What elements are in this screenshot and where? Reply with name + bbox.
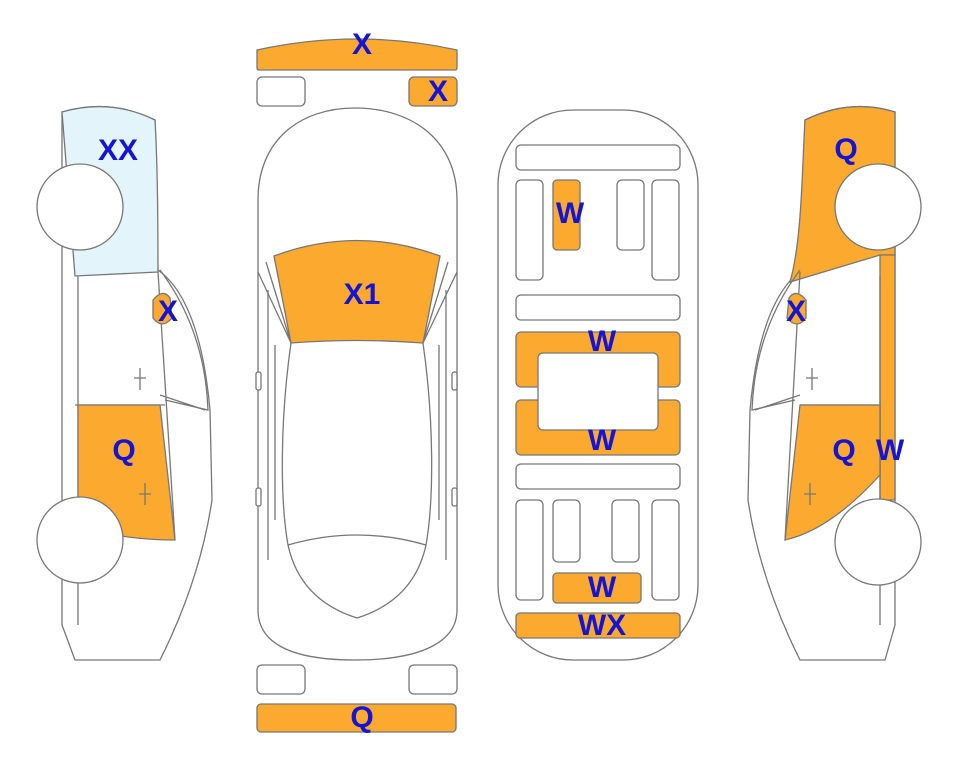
roof-slot-l4[interactable] — [552, 499, 581, 563]
right-mirror-top — [451, 371, 458, 391]
roof-view — [497, 109, 699, 661]
label-right-front-fender: Q — [834, 133, 857, 166]
roof-slot-l1[interactable] — [515, 179, 544, 281]
right-window-line — [751, 269, 801, 411]
label-left-rear-door: Q — [112, 434, 135, 467]
right-front-wheel — [834, 163, 922, 251]
label-right-headlight: X — [428, 75, 448, 108]
left-side-view — [36, 105, 213, 661]
left-handle-1 — [134, 368, 146, 390]
roof-slot-l3[interactable] — [515, 499, 544, 601]
roof-slot-r4[interactable] — [611, 499, 640, 563]
right-handle-2 — [804, 483, 816, 505]
front-bumper-part[interactable] — [256, 38, 458, 71]
top-view — [255, 38, 458, 733]
sunroof-opening — [537, 352, 659, 431]
right-taillight-part[interactable] — [408, 664, 458, 695]
roof-front-strip[interactable] — [515, 144, 681, 171]
hood-part[interactable] — [273, 239, 441, 344]
label-hood: X1 — [344, 278, 381, 311]
roof-slot-r3[interactable] — [651, 499, 680, 601]
roof-slot-r2[interactable] — [616, 179, 645, 251]
left-mirror-top — [255, 371, 262, 391]
right-handle-top — [451, 487, 458, 507]
roof-mid-strip[interactable] — [515, 294, 681, 321]
right-handle-1 — [806, 368, 818, 390]
right-rear-wheel — [834, 498, 922, 586]
label-rear-bumper: Q — [350, 701, 373, 734]
label-left-front-fender: XX — [98, 134, 138, 167]
right-rear-door-part[interactable] — [784, 404, 881, 541]
left-mirror-part[interactable] — [152, 292, 173, 325]
roof-trunk-panel-part[interactable] — [515, 612, 681, 639]
right-headlight-part[interactable] — [408, 76, 458, 107]
right-mirror-part[interactable] — [786, 292, 807, 325]
right-side-view — [747, 105, 922, 661]
label-roof-trunk: WX — [578, 609, 626, 642]
label-roof-rear: W — [588, 571, 617, 604]
left-window-line — [159, 269, 209, 411]
car-body-top-outline — [257, 107, 458, 661]
roof-rear-panel-part[interactable] — [552, 572, 642, 604]
rear-window-outline — [287, 544, 427, 619]
a-pillar-lines — [257, 261, 458, 344]
label-left-mirror: X — [158, 295, 178, 328]
left-taillight-part[interactable] — [256, 664, 306, 695]
label-roof-window-rear: W — [588, 424, 617, 457]
left-handle-top — [255, 487, 262, 507]
damage-labels: X X X1 Q XX X Q W W W W WX Q X Q W — [98, 28, 905, 734]
roof-view-outline — [497, 109, 699, 661]
roof-rear-strip[interactable] — [515, 463, 681, 490]
left-handle-2 — [139, 483, 151, 505]
left-rear-wheel — [36, 496, 124, 584]
side-lines — [267, 290, 447, 560]
roof-slot-r1[interactable] — [651, 179, 680, 281]
left-front-wheel — [36, 163, 124, 251]
left-headlight-part[interactable] — [256, 76, 306, 107]
label-front-bumper: X — [352, 28, 372, 61]
roof-outline — [281, 342, 433, 546]
roof-front-panel-part[interactable] — [552, 179, 581, 251]
label-roof-front: W — [556, 197, 585, 230]
label-right-mirror: X — [786, 295, 806, 328]
rear-bumper-part[interactable] — [256, 703, 457, 733]
label-right-rear-door: Q — [832, 434, 855, 467]
label-right-sill: W — [876, 434, 905, 467]
label-roof-window-front: W — [588, 325, 617, 358]
